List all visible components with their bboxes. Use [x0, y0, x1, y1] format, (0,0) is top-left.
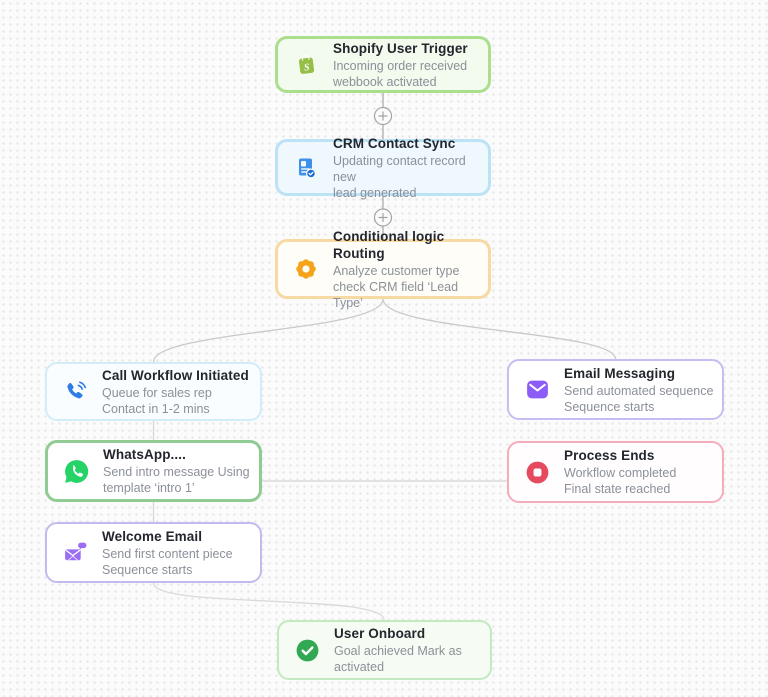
node-subtitle: Send first content piece Sequence starts [102, 546, 233, 577]
add-step-button[interactable] [373, 208, 393, 227]
node-subtitle: Updating contact record new lead generat… [333, 153, 466, 200]
mail-bubble-icon [60, 538, 90, 568]
node-subtitle: Send automated sequence Sequence starts [564, 383, 714, 414]
node-title: CRM Contact Sync [333, 135, 456, 151]
node-title: Call Workflow Initiated [102, 367, 249, 383]
gear-icon [291, 254, 321, 284]
node-subtitle: Queue for sales rep Contact in 1-2 mins [102, 385, 212, 416]
connector-conditional-to-email [382, 298, 617, 360]
node-subtitle: Goal achieved Mark as activated [334, 644, 462, 674]
node-title: Conditional logic Routing [333, 228, 445, 261]
node-title: Email Messaging [564, 365, 676, 381]
node-subtitle: Workflow completed Final state reached [564, 466, 677, 496]
node-user-onboard[interactable]: User Onboard Goal achieved Mark as activ… [277, 620, 492, 680]
node-welcome-email[interactable]: Welcome Email Send first content piece S… [45, 522, 262, 583]
shopify-icon: S [291, 50, 321, 80]
whatsapp-icon [61, 456, 91, 486]
phone-call-icon [60, 377, 90, 407]
node-shopify-trigger[interactable]: S Shopify User Trigger Incoming order re… [275, 36, 491, 93]
email-icon [522, 375, 552, 405]
node-whatsapp[interactable]: WhatsApp.... Send intro message Using te… [45, 440, 262, 502]
node-subtitle: Send intro message Using template ‘intro… [103, 465, 250, 495]
node-crm-contact-sync[interactable]: CRM Contact Sync Updating contact record… [275, 136, 491, 200]
crm-document-icon [291, 153, 321, 183]
check-circle-icon [292, 635, 322, 665]
node-call-workflow[interactable]: Call Workflow Initiated Queue for sales … [45, 362, 262, 421]
connector-conditional-to-call [152, 298, 384, 363]
stop-icon [522, 457, 552, 487]
node-title: Shopify User Trigger [333, 40, 468, 56]
node-title: Process Ends [564, 448, 655, 463]
node-title: User Onboard [334, 626, 426, 641]
add-step-button[interactable] [373, 106, 393, 126]
node-title: WhatsApp.... [103, 447, 186, 462]
node-title: Welcome Email [102, 528, 203, 544]
node-subtitle: Analyze customer type check CRM field ‘L… [333, 263, 460, 310]
svg-text:S: S [303, 62, 310, 74]
node-email-messaging[interactable]: Email Messaging Send automated sequence … [507, 359, 724, 420]
node-process-ends[interactable]: Process Ends Workflow completed Final st… [507, 441, 724, 503]
node-subtitle: Incoming order received webbook activate… [333, 58, 468, 89]
node-conditional-routing[interactable]: Conditional logic Routing Analyze custom… [275, 229, 491, 310]
plus-icon [378, 111, 388, 121]
connector-welcome-to-onboard [152, 582, 385, 621]
plus-icon [378, 213, 388, 222]
